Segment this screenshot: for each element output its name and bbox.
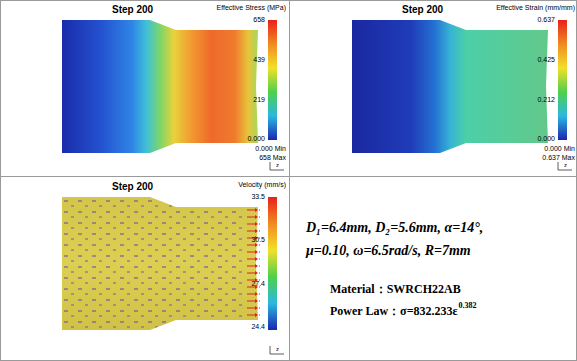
scale-min: 0.000 Min xyxy=(544,145,575,153)
material-text: Material：SWRCH22AB xyxy=(330,283,461,296)
scale-value: 27.4 xyxy=(251,280,265,288)
scale-value: 219 xyxy=(253,96,265,104)
parameter-text: D₁=6.4mm, D₂=5.6mm, α=14°, xyxy=(306,220,483,235)
scale-value: 0.637 xyxy=(537,16,555,24)
scale-value: 33.5 xyxy=(251,193,265,201)
scale-min: 0.000 Min xyxy=(255,145,286,153)
axis-label: z xyxy=(564,162,567,169)
scale-value: 0.425 xyxy=(537,56,555,64)
step-label: Step 200 xyxy=(402,4,443,15)
exponent: 0.382 xyxy=(459,302,477,311)
scale-max: 658 Max xyxy=(259,154,286,162)
scale-value: 0.000 xyxy=(537,135,555,143)
legend-title: Velocity (mm/s) xyxy=(238,181,286,189)
power-law-text: Power Law：σ=832.233ε xyxy=(330,305,458,318)
scale-value: 0.000 xyxy=(247,135,265,143)
scale-value: 30.5 xyxy=(251,236,265,244)
axis-label: z xyxy=(276,346,279,353)
scale-value: 439 xyxy=(253,56,265,64)
scale-max: 0.637 Max xyxy=(542,154,575,162)
scale-value: 658 xyxy=(253,16,265,24)
axis-label: z xyxy=(276,162,279,169)
scale-value: 0.212 xyxy=(537,96,555,104)
scale-value: 24.4 xyxy=(251,323,265,331)
step-label: Step 200 xyxy=(112,4,153,15)
legend-title: Effective Strain (mm/mm) xyxy=(496,4,575,12)
step-label: Step 200 xyxy=(112,181,153,192)
parameter-text: μ=0.10, ω=6.5rad/s, R=7mm xyxy=(306,243,471,258)
legend-title: Effective Stress (MPa) xyxy=(216,4,286,12)
